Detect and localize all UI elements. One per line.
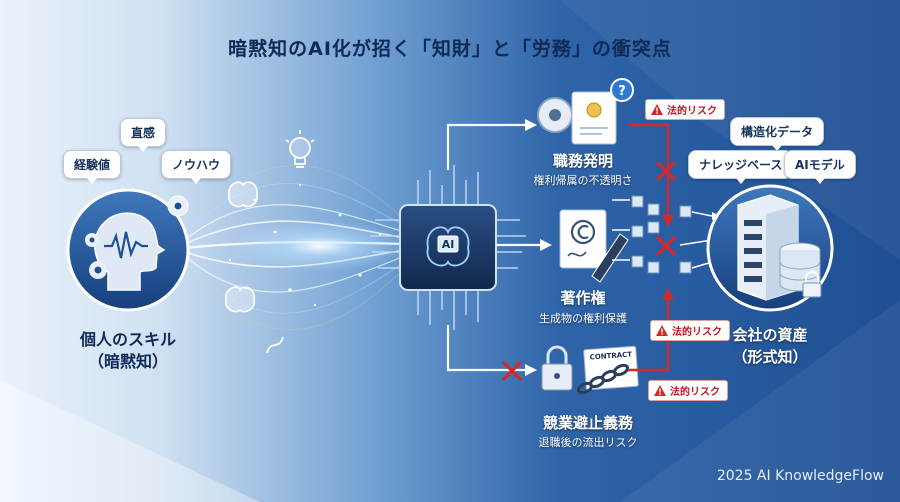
lightbulb-icon	[285, 130, 315, 168]
bubble-ai-model: AIモデル	[784, 150, 856, 184]
warning-icon	[656, 325, 668, 336]
contract-text: CONTRACT	[589, 351, 632, 362]
warning-icon	[651, 104, 663, 115]
right-label-line2: （形式知）	[732, 348, 808, 366]
server-database-lock-icon	[706, 184, 834, 312]
gear-icon	[85, 233, 107, 279]
risk-label: 法的リスク	[667, 106, 717, 117]
bubble-structured-data: 構造化データ	[730, 117, 825, 151]
risk-badge: 法的リスク	[650, 320, 730, 341]
svg-text:?: ?	[618, 84, 626, 99]
copyright-document-pen-icon	[559, 209, 629, 283]
lock-chain-contract-icon	[541, 345, 639, 395]
branch-subtitle-noncompete: 退職後の流出リスク	[538, 436, 638, 449]
gear-certificate-question-icon: ?	[537, 78, 634, 145]
bubble-intuition: 直感	[120, 118, 167, 152]
bubble-experience: 経験値	[63, 150, 122, 184]
brain-icon	[228, 181, 258, 208]
gear-icon	[167, 195, 189, 217]
left-label-line1: 個人のスキル	[79, 330, 176, 349]
squiggle-icon	[266, 336, 284, 354]
chip-label: AI	[442, 238, 455, 251]
sparkles	[228, 183, 382, 307]
risk-badge: 法的リスク	[648, 380, 728, 401]
data-cube-icon	[631, 195, 692, 274]
risk-label: 法的リスク	[670, 387, 720, 398]
page-title: 暗黙知のAI化が招く「知財」と「労務」の衝突点	[228, 38, 672, 60]
risk-badge: 法的リスク	[645, 99, 725, 120]
branch-subtitle-invention: 権利帰属の不透明さ	[533, 174, 633, 187]
branch-title-invention: 職務発明	[552, 152, 613, 170]
risk-label: 法的リスク	[672, 327, 722, 338]
branch-subtitle-copyright: 生成物の権利保護	[539, 312, 627, 325]
branch-arrows	[446, 123, 540, 372]
left-label-line2: （暗黙知）	[87, 352, 168, 371]
branch-title-noncompete: 競業避止義務	[542, 414, 633, 432]
blocked-x-icon	[502, 161, 676, 381]
head-with-brainwave-icon	[66, 188, 190, 312]
ai-chip-brain-icon	[370, 165, 526, 330]
bubble-knowhow: ノウハウ	[161, 150, 232, 184]
branch-title-copyright: 著作権	[560, 289, 606, 307]
bubble-knowledge-base: ナレッジベース	[688, 150, 794, 184]
brain-icon	[225, 286, 255, 313]
warning-icon	[654, 385, 666, 396]
right-label-line1: 会社の資産	[732, 326, 808, 344]
brand-footer: 2025 AI KnowledgeFlow	[716, 468, 884, 484]
